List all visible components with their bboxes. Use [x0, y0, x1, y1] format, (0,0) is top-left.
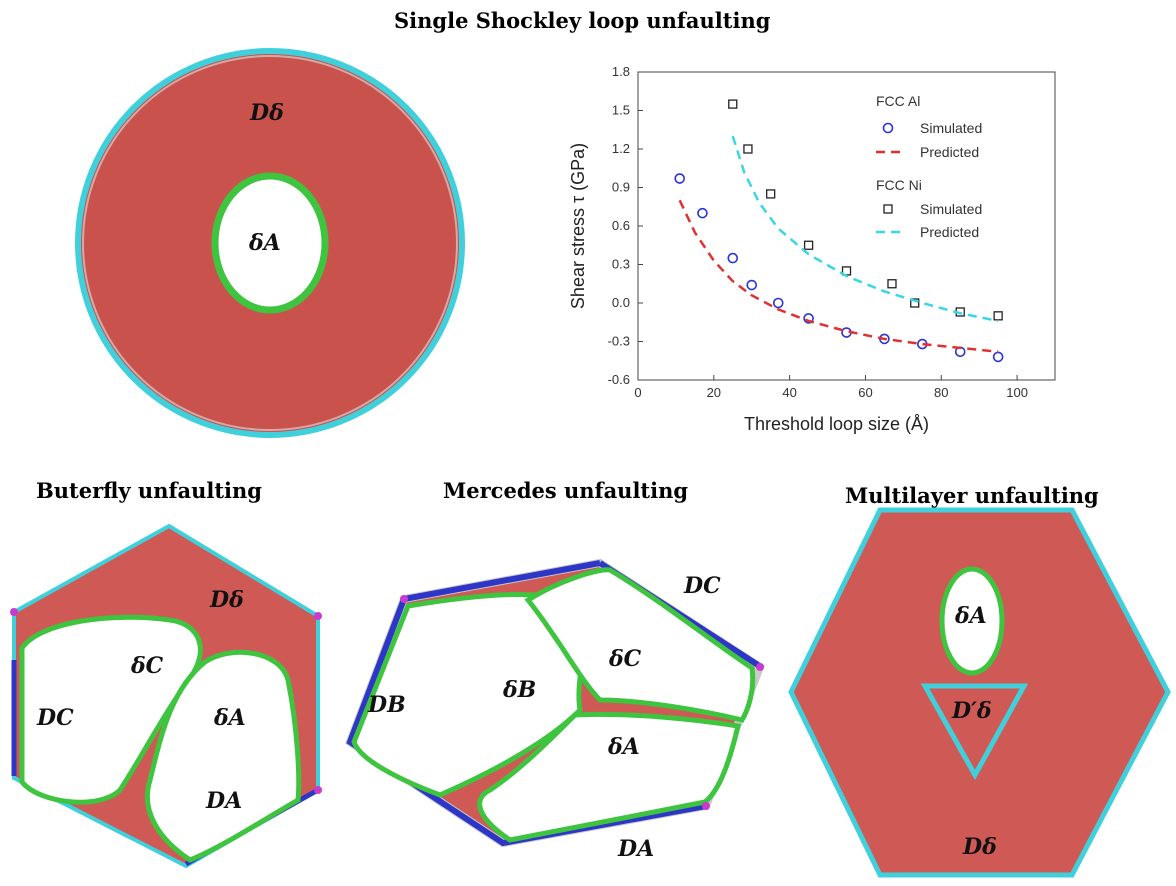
series-line — [678, 199, 999, 354]
title-single-shockley: Single Shockley loop unfaulting — [394, 8, 771, 33]
y-tick-label: 0.0 — [612, 295, 630, 310]
legend-label: Simulated — [920, 120, 982, 136]
y-axis-label: Shear stress τ (GPa) — [568, 143, 588, 309]
legend-marker — [882, 122, 894, 134]
data-point — [803, 313, 814, 324]
x-tick-label: 20 — [707, 385, 721, 400]
data-point — [674, 173, 686, 184]
legend-label: Predicted — [920, 224, 979, 240]
y-tick-label: 1.8 — [612, 64, 630, 79]
data-point — [727, 252, 739, 264]
data-point — [772, 297, 784, 309]
data-point — [910, 298, 920, 308]
data-point — [887, 279, 897, 289]
data-point — [697, 207, 708, 219]
data-point — [803, 240, 814, 250]
y-tick-label: 0.6 — [612, 218, 630, 233]
plot-frame — [637, 71, 1056, 381]
y-tick-label: -0.6 — [608, 372, 630, 387]
legend-label: Predicted — [920, 144, 979, 160]
data-point — [746, 279, 758, 291]
title-multilayer: Multilayer unfaulting — [845, 483, 1099, 508]
legend-title: FCC Al — [876, 93, 920, 109]
legend-title: FCC Ni — [876, 177, 922, 193]
y-tick-label: -0.3 — [608, 334, 630, 349]
x-tick-label: 80 — [934, 385, 948, 400]
data-point — [992, 351, 1004, 363]
x-tick-label: 100 — [1006, 385, 1028, 400]
series-line — [731, 135, 999, 323]
y-tick-label: 0.3 — [612, 257, 630, 272]
x-tick-label: 60 — [858, 385, 872, 400]
y-tick-label: 1.5 — [612, 103, 630, 118]
data-point — [728, 99, 738, 109]
title-mercedes: Mercedes unfaulting — [443, 478, 689, 503]
data-point — [993, 311, 1003, 321]
data-point — [743, 144, 753, 154]
title-butterfly: Buterfly unfaulting — [36, 478, 262, 503]
y-tick-label: 0.9 — [612, 180, 630, 195]
y-tick-label: 1.2 — [612, 141, 630, 156]
data-point — [766, 189, 776, 199]
x-axis-label: Threshold loop size (Å) — [744, 414, 929, 434]
x-tick-label: 40 — [782, 385, 796, 400]
legend-marker — [883, 204, 893, 214]
legend-label: Simulated — [920, 201, 982, 217]
x-tick-label: 0 — [634, 385, 641, 400]
